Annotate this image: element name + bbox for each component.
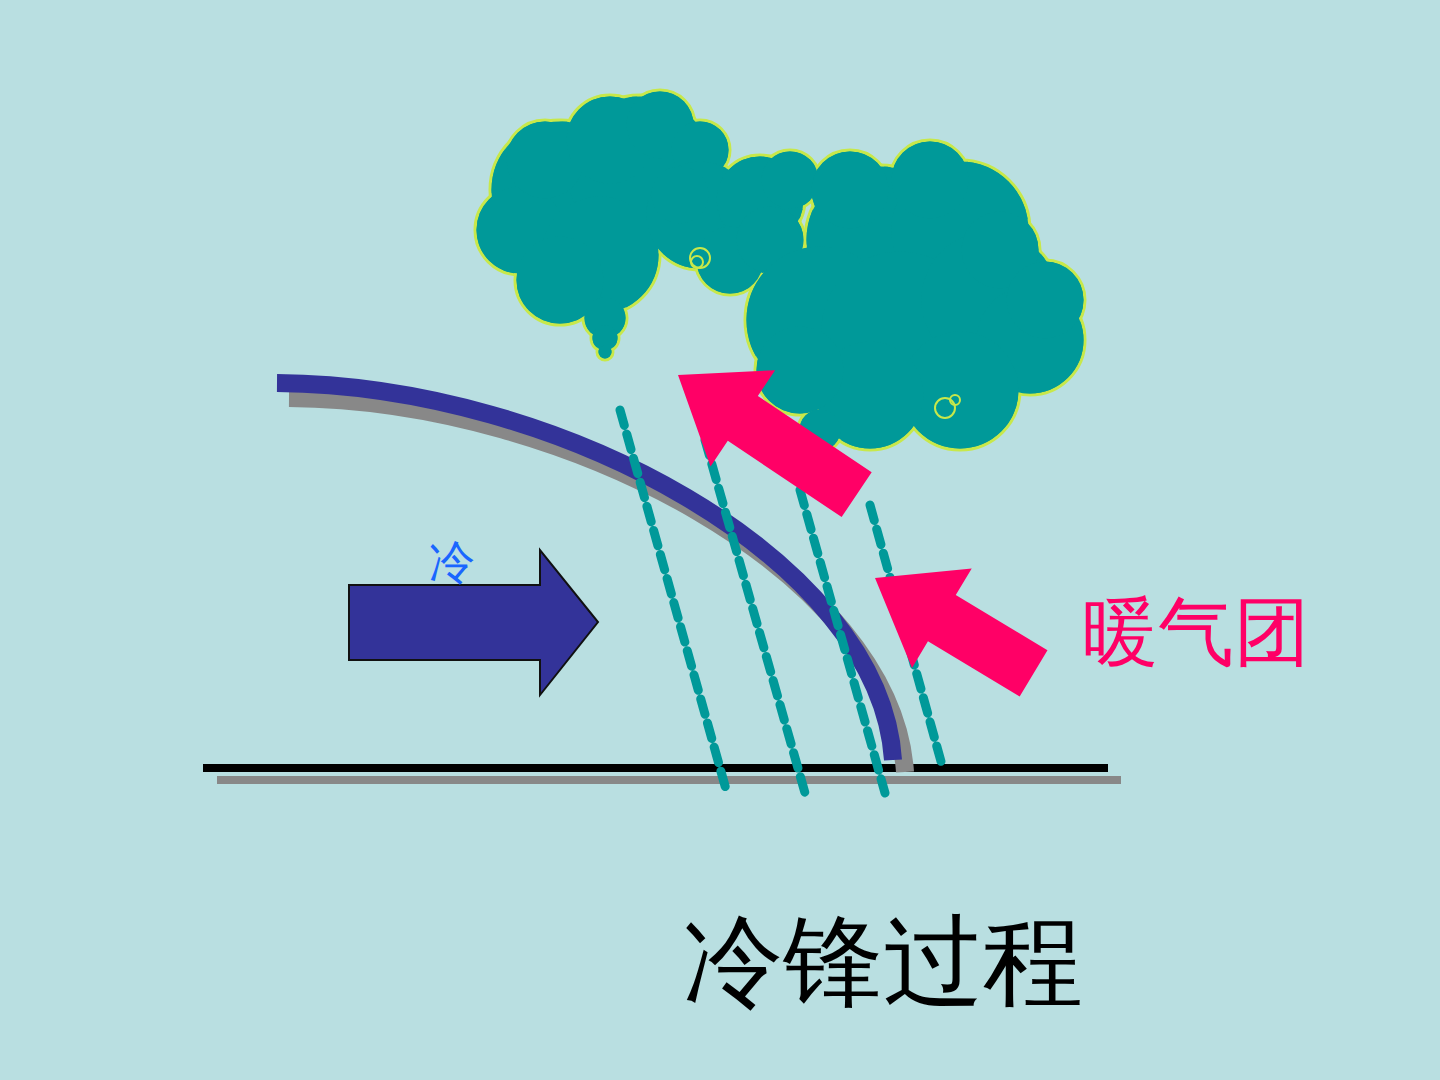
warm-air-arrow: [845, 528, 1063, 723]
ground-shadow: [217, 776, 1121, 784]
cloud-puff: [812, 152, 889, 229]
air-mass-label: 冷: [429, 539, 475, 585]
cloud-puff: [892, 142, 969, 219]
cloud-puff: [652, 167, 709, 224]
warm-air-arrow: [646, 327, 889, 543]
air-mass-label: 暖气团: [1082, 594, 1310, 670]
cloud-puff: [1007, 262, 1084, 339]
cloud-detail: [691, 256, 703, 268]
cloud-detail: [690, 248, 710, 268]
cloud-detail: [950, 395, 960, 405]
cloud-detail: [935, 398, 955, 418]
cloud-puff: [762, 152, 819, 209]
cloud-puff: [757, 327, 844, 414]
cumulonimbus-cloud: [475, 90, 1085, 452]
caption: 冷锋过程: [683, 912, 1083, 1012]
cloud-puff: [599, 346, 612, 359]
ground-line: [203, 764, 1108, 772]
